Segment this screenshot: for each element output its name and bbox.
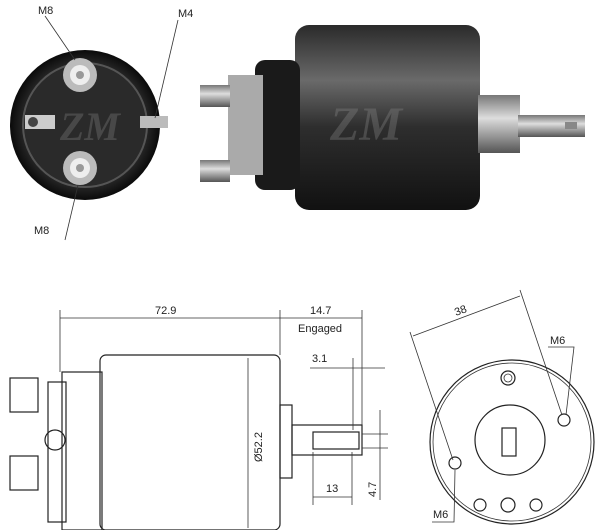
label-m8-bottom: M8 (34, 225, 49, 237)
slot-outline (312, 431, 360, 450)
drawing-end-view: 38 M6 M6 (409, 289, 595, 525)
dim-length: 72.9 (155, 305, 176, 317)
hole-m6-top (557, 413, 571, 427)
plunger-outline (291, 424, 363, 456)
shaft (518, 115, 585, 137)
terminal-small (140, 116, 168, 128)
dim-slot-length: 13 (326, 483, 338, 495)
label-m6-bottom: M6 (433, 509, 448, 521)
photo-end-view: ZM M8 M4 M8 (10, 5, 193, 241)
flange (279, 404, 293, 479)
hole-m6-bottom (448, 456, 462, 470)
stud-bottom (200, 160, 230, 182)
photo-side-view: ZM (200, 25, 585, 210)
dim-stroke: 14.7 (310, 305, 331, 317)
label-m6-top: M6 (550, 335, 565, 347)
drawing-side-view: 72.9 14.7 Engaged 3.1 Ø52.2 13 4.7 (9, 305, 388, 530)
terminal-block (228, 75, 263, 175)
label-m4: M4 (178, 8, 193, 20)
stud-top (200, 85, 230, 107)
dim-stroke-note: Engaged (298, 323, 342, 335)
end-cap (10, 50, 160, 200)
dim-plunger-offset: 3.1 (312, 353, 327, 365)
plunger (478, 95, 520, 153)
dim-slot-width: 4.7 (367, 482, 379, 497)
dim-hole-spacing: 38 (453, 303, 469, 318)
label-m8-top: M8 (38, 5, 53, 17)
end-outline (429, 359, 595, 525)
watermark-logo: ZM (59, 104, 121, 149)
terminal-top (63, 58, 97, 92)
terminal-bottom (63, 151, 97, 185)
watermark-logo: ZM (329, 98, 404, 151)
solenoid-body (295, 25, 480, 210)
dim-diameter: Ø52.2 (253, 432, 265, 462)
